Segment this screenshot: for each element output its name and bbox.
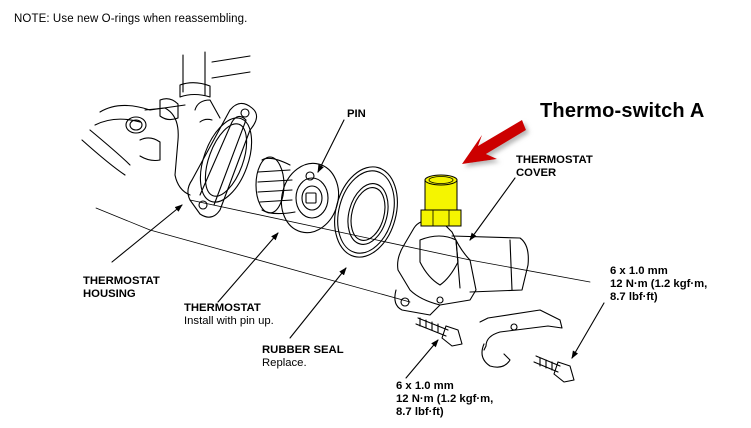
- rubber-seal-label: RUBBER SEAL Replace.: [262, 344, 344, 370]
- rubber-seal-part: [334, 166, 398, 258]
- thermo-switch-a-label: Thermo-switch A: [540, 100, 705, 122]
- leader-pin: [317, 119, 345, 173]
- red-pointer-arrow: [462, 120, 526, 164]
- thermostat-part: [255, 156, 340, 234]
- bolt-left-size: 6 x 1.0 mm: [396, 380, 454, 392]
- bolt-right-torque-imperial: 8.7 lbf·ft): [610, 291, 658, 303]
- thermostat-label: THERMOSTAT Install with pin up.: [184, 302, 274, 328]
- reassembly-note: NOTE: Use new O-rings when reassembling.: [14, 13, 248, 25]
- rubber-seal-label-note: Replace.: [262, 357, 307, 369]
- thermostat-cover-label-line2: COVER: [516, 167, 557, 179]
- leader-bolt-right: [571, 302, 605, 359]
- bolt-right-torque-label: 6 x 1.0 mm 12 N·m (1.2 kgf·m, 8.7 lbf·ft…: [610, 265, 707, 304]
- leader-bolt-left: [405, 339, 439, 379]
- leader-rubber-seal: [289, 267, 347, 339]
- thermostat-label-note: Install with pin up.: [184, 315, 274, 327]
- assembly-axis-line: [95, 207, 411, 303]
- thermo-switch-a-highlight: [420, 174, 462, 227]
- leader-housing: [111, 204, 183, 263]
- thermostat-housing-part: [81, 51, 258, 218]
- leader-thermostat: [217, 232, 279, 303]
- bolt-left-torque-imperial: 8.7 lbf·ft): [396, 406, 444, 418]
- bolt-left-torque: 12 N·m (1.2 kgf·m,: [396, 393, 494, 405]
- pin-label: PIN: [347, 108, 366, 120]
- bracket-part: [479, 309, 563, 368]
- thermostat-cover-part: [394, 219, 529, 316]
- bolt-right-part: [533, 355, 575, 383]
- bolt-left-torque-label: 6 x 1.0 mm 12 N·m (1.2 kgf·m, 8.7 lbf·ft…: [396, 380, 493, 419]
- thermostat-housing-label-line1: THERMOSTAT: [83, 275, 160, 287]
- bolt-right-size: 6 x 1.0 mm: [610, 265, 668, 277]
- thermostat-label-title: THERMOSTAT: [184, 302, 261, 314]
- bolt-left-part: [415, 317, 463, 347]
- leader-cover: [469, 177, 516, 241]
- bolt-right-torque: 12 N·m (1.2 kgf·m,: [610, 278, 708, 290]
- thermostat-housing-label-line2: HOUSING: [83, 288, 136, 300]
- thermostat-cover-label: THERMOSTAT COVER: [516, 154, 593, 180]
- rubber-seal-label-title: RUBBER SEAL: [262, 344, 344, 356]
- thermostat-cover-label-line1: THERMOSTAT: [516, 154, 593, 166]
- thermostat-housing-label: THERMOSTAT HOUSING: [83, 275, 160, 301]
